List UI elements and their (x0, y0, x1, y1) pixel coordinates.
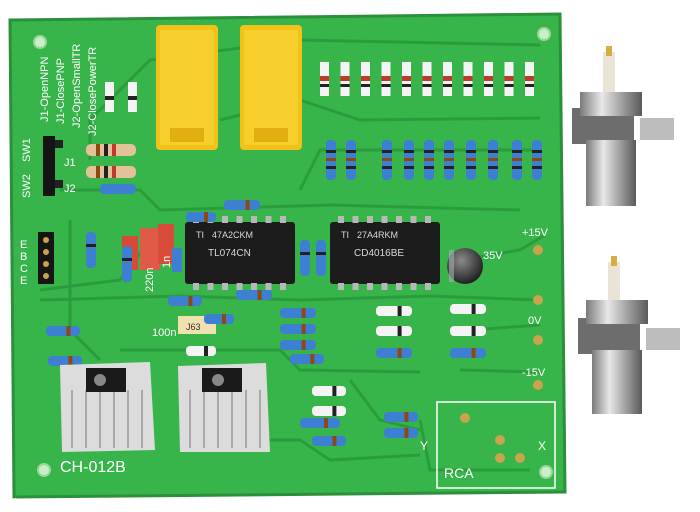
small-cap-marking: J63 (186, 322, 201, 332)
ic1-code: 47A2CKM (212, 230, 253, 240)
diode-row-top (320, 62, 534, 96)
svg-text:E: E (20, 275, 27, 287)
heatsink-right (178, 363, 270, 452)
silk-jumper-option-2: J1-ClosePNP (55, 58, 67, 124)
component (224, 200, 260, 210)
silk-cap-100n: 100n (152, 327, 176, 339)
component (280, 340, 316, 350)
component (280, 324, 316, 334)
component (186, 346, 216, 356)
silk-jumper-option-1: J1-OpenNPN (39, 57, 51, 122)
ic1-part: TL074CN (208, 248, 251, 259)
jumper-headers (38, 136, 63, 284)
component (168, 296, 202, 306)
diode-left-pair (105, 82, 137, 112)
silk-y: Y (420, 439, 428, 453)
component (48, 356, 82, 366)
component (376, 326, 412, 336)
ic2-part: CD4016BE (354, 248, 404, 259)
resistors-middle (46, 200, 486, 446)
svg-text:B: B (20, 251, 27, 263)
svg-text:E: E (20, 239, 27, 251)
rca-footprint (436, 401, 556, 489)
resistor (316, 240, 326, 276)
silk-sw1: SW1 (21, 138, 33, 162)
silk-rca: RCA (444, 465, 474, 481)
silk-jumper-option-3: J2-OpenSmallTR (71, 44, 83, 128)
power-pads (533, 245, 543, 390)
silk-cap-220n: 220n (144, 268, 156, 292)
component (312, 436, 346, 446)
ic2-brand: TI (341, 230, 349, 240)
component (376, 348, 412, 358)
ic2-code: 27A4RKM (357, 230, 398, 240)
electrolytic-capacitor (447, 248, 483, 284)
silk-jumper-option-4: J2-ClosePowerTR (87, 47, 99, 136)
ic-cd4016 (330, 216, 440, 290)
relay-right (240, 25, 302, 150)
bnc-connector-top (572, 46, 674, 206)
component (236, 290, 272, 300)
ic1-brand: TI (196, 230, 204, 240)
silk-minus15v: -15V (522, 367, 546, 379)
silk-35v: 35V (483, 250, 503, 262)
silk-cap-1n: 1n (161, 256, 173, 268)
component (186, 212, 216, 222)
silk-0v: 0V (528, 315, 542, 327)
component (300, 418, 340, 428)
silkscreen-jumper-options: J1-OpenNPN J1-ClosePNP J2-OpenSmallTR J2… (39, 44, 99, 136)
bnc-connector-bottom (578, 256, 680, 414)
svg-text:C: C (20, 263, 28, 275)
component (290, 354, 324, 364)
component (204, 314, 234, 324)
silk-j2: J2 (64, 183, 76, 195)
component (450, 304, 486, 314)
component (312, 406, 346, 416)
resistor (122, 246, 132, 282)
component (46, 326, 80, 336)
resistor-row (326, 140, 542, 180)
component (450, 348, 486, 358)
silk-j1: J1 (64, 157, 76, 169)
component (384, 428, 418, 438)
board-model-label: CH-012B (60, 459, 126, 476)
component (450, 326, 486, 336)
relay-left (156, 25, 218, 150)
resistor (300, 240, 310, 276)
resistor (86, 232, 96, 268)
component (384, 412, 418, 422)
component (376, 306, 412, 316)
watermark: fojo2520 (2, 495, 56, 511)
silk-transistor-pins: E B C E (20, 239, 28, 287)
component (280, 308, 316, 318)
silk-sw2: SW2 (21, 174, 33, 198)
heatsink-left (60, 362, 155, 452)
component (312, 386, 346, 396)
silk-x: X (538, 439, 546, 453)
resistor-beige-pair (86, 144, 136, 194)
silk-plus15v: +15V (522, 227, 549, 239)
